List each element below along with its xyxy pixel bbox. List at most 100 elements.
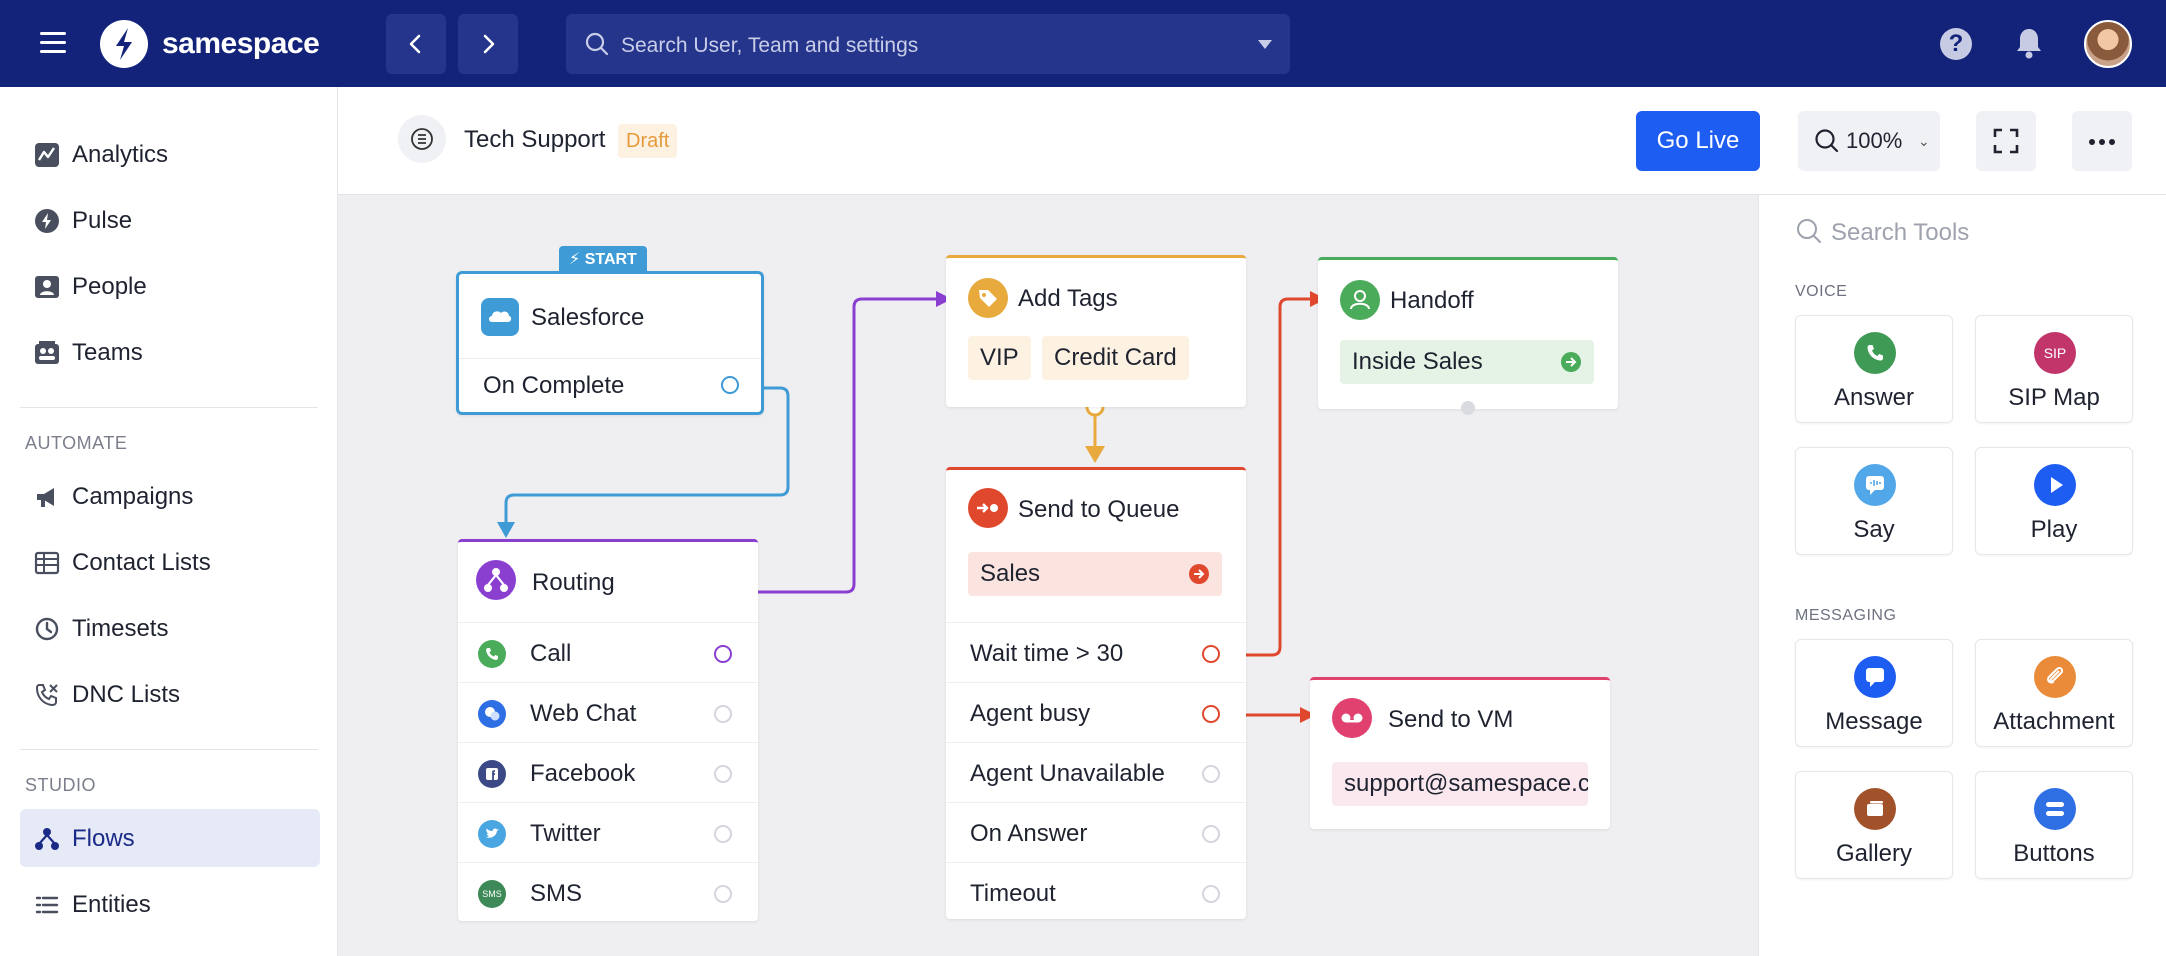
agent-icon <box>1340 280 1380 320</box>
tool-buttons[interactable]: Buttons <box>1975 771 2133 879</box>
global-search[interactable]: Search User, Team and settings <box>566 14 1290 74</box>
fullscreen-button[interactable] <box>1976 111 2036 171</box>
sidebar-item-dnc-lists[interactable]: DNC Lists <box>20 665 320 723</box>
output-port[interactable] <box>1202 885 1220 903</box>
twitter-icon <box>478 820 506 848</box>
add-tags-node[interactable]: Add Tags VIP Credit Card <box>946 255 1246 407</box>
flow-canvas[interactable]: ⚡ START Salesforce On Complete Routing C… <box>338 195 1758 956</box>
tag-chip[interactable]: VIP <box>968 336 1031 380</box>
sidebar-item-campaigns[interactable]: Campaigns <box>20 467 320 525</box>
output-port[interactable] <box>714 885 732 903</box>
sip-icon: SIP <box>2034 332 2076 374</box>
tool-attachment[interactable]: Attachment <box>1975 639 2133 747</box>
tool-message[interactable]: Message <box>1795 639 1953 747</box>
channel-label: Web Chat <box>530 700 637 727</box>
sidebar-divider <box>20 749 318 750</box>
go-live-button[interactable]: Go Live <box>1636 111 1760 171</box>
teams-icon <box>35 341 59 364</box>
back-button[interactable] <box>386 14 446 74</box>
channel-label: Call <box>530 640 572 667</box>
node-title: Routing <box>532 569 615 596</box>
gallery-icon <box>1854 788 1896 830</box>
handoff-target-chip[interactable]: Inside Sales <box>1340 340 1594 384</box>
send-to-vm-node[interactable]: Send to VM support@samespace.c <box>1310 677 1610 829</box>
queue-output-row[interactable]: On Answer <box>946 802 1246 862</box>
queue-output-label: On Answer <box>970 820 1088 847</box>
output-port[interactable] <box>1202 765 1220 783</box>
tool-sip-map[interactable]: SIP SIP Map <box>1975 315 2133 423</box>
chart-icon <box>35 143 59 167</box>
tool-gallery[interactable]: Gallery <box>1795 771 1953 879</box>
routing-node[interactable]: Routing Call Web Chat Facebook Twitter S… <box>458 539 758 921</box>
queue-icon <box>968 488 1008 528</box>
sidebar-item-label: Timesets <box>72 615 169 642</box>
output-port[interactable] <box>1202 705 1220 723</box>
start-badge: ⚡ START <box>559 246 647 274</box>
bell-icon[interactable] <box>2014 26 2044 60</box>
output-port[interactable] <box>1202 645 1220 663</box>
person-icon <box>35 276 59 298</box>
avatar[interactable] <box>2084 20 2132 68</box>
queue-output-label: Wait time > 30 <box>970 640 1124 667</box>
sidebar-item-pulse[interactable]: Pulse <box>20 191 320 249</box>
output-port[interactable] <box>714 765 732 783</box>
bolt-icon <box>35 209 59 233</box>
paperclip-icon <box>2034 656 2076 698</box>
output-port[interactable] <box>1202 825 1220 843</box>
output-port[interactable] <box>714 705 732 723</box>
chevron-down-icon[interactable] <box>1258 40 1272 49</box>
help-icon[interactable]: ? <box>1940 28 1972 60</box>
sidebar-item-flows[interactable]: Flows <box>20 809 320 867</box>
dot <box>2099 139 2105 145</box>
send-to-queue-node[interactable]: Send to Queue Sales Wait time > 30 Agent… <box>946 467 1246 919</box>
output-port[interactable] <box>721 376 739 394</box>
more-options-button[interactable] <box>2072 111 2132 171</box>
output-port[interactable] <box>714 825 732 843</box>
sidebar-item-analytics[interactable]: Analytics <box>20 125 320 183</box>
output-port[interactable] <box>714 645 732 663</box>
handoff-target: Inside Sales <box>1352 348 1483 375</box>
queue-output-row[interactable]: Wait time > 30 <box>946 622 1246 682</box>
queue-output-row[interactable]: Agent Unavailable <box>946 742 1246 802</box>
tag-chip[interactable]: Credit Card <box>1042 336 1189 380</box>
tool-label: Play <box>2030 516 2078 543</box>
queue-chip[interactable]: Sales <box>968 552 1222 596</box>
section-label-messaging: MESSAGING <box>1795 607 1897 624</box>
sidebar-item-teams[interactable]: Teams <box>20 323 320 381</box>
queue-output-row[interactable]: Timeout <box>946 862 1246 922</box>
sidebar-item-label: Analytics <box>72 141 169 168</box>
top-bar: samespace Search User, Team and settings… <box>0 0 2166 87</box>
forward-button[interactable] <box>458 14 518 74</box>
tool-play[interactable]: Play <box>1975 447 2133 555</box>
routing-channel-row[interactable]: Call <box>458 622 758 682</box>
input-port[interactable] <box>1461 401 1475 415</box>
queue-output-label: Agent busy <box>970 700 1091 727</box>
routing-channel-row[interactable]: SMS SMS <box>458 862 758 922</box>
sidebar-item-people[interactable]: People <box>20 257 320 315</box>
zoom-dropdown[interactable]: 100% ⌄ <box>1798 111 1940 171</box>
flows-icon <box>35 828 59 850</box>
sidebar-item-timesets[interactable]: Timesets <box>20 599 320 657</box>
queue-output-label: Timeout <box>970 880 1056 907</box>
routing-channel-row[interactable]: Twitter <box>458 802 758 862</box>
sidebar: Analytics Pulse People Teams AUTOMATE Ca… <box>0 87 338 956</box>
tool-answer[interactable]: Answer <box>1795 315 1953 423</box>
sidebar-item-label: Flows <box>72 825 135 852</box>
menu-icon[interactable] <box>40 32 66 54</box>
tools-search-input[interactable]: Search Tools <box>1831 219 1970 246</box>
routing-channel-row[interactable]: Web Chat <box>458 682 758 742</box>
salesforce-node[interactable]: ⚡ START Salesforce On Complete <box>456 246 764 415</box>
sidebar-item-label: Pulse <box>72 207 133 234</box>
node-output-row[interactable]: On Complete <box>459 358 761 412</box>
tool-label: SIP Map <box>2008 384 2100 411</box>
sidebar-item-entities[interactable]: Entities <box>20 875 320 933</box>
section-label-voice: VOICE <box>1795 283 1848 300</box>
vm-email-chip[interactable]: support@samespace.c <box>1332 762 1588 806</box>
tool-say[interactable]: Say <box>1795 447 1953 555</box>
handoff-node[interactable]: Handoff Inside Sales <box>1318 257 1618 409</box>
sidebar-item-contact-lists[interactable]: Contact Lists <box>20 533 320 591</box>
flow-menu-icon[interactable] <box>398 115 446 163</box>
megaphone-icon <box>37 488 54 507</box>
queue-output-row[interactable]: Agent busy <box>946 682 1246 742</box>
routing-channel-row[interactable]: Facebook <box>458 742 758 802</box>
